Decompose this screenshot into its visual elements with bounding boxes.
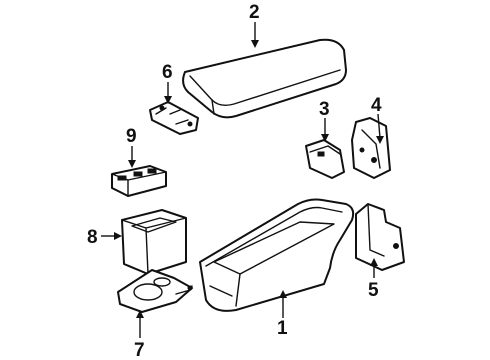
callout-3: 3 <box>319 99 330 120</box>
callout-5: 5 <box>368 280 379 301</box>
callout-2: 2 <box>249 2 260 23</box>
part-1-console-base <box>199 198 355 312</box>
part-3-latch-bracket <box>305 139 345 179</box>
part-4-mounting-bracket <box>351 117 391 179</box>
callout-6: 6 <box>162 62 173 83</box>
callout-9: 9 <box>126 126 137 147</box>
part-6-hinge <box>149 101 199 135</box>
callout-4: 4 <box>371 95 382 116</box>
part-9-insert <box>111 165 167 197</box>
arrow-1 <box>279 290 287 298</box>
arrow-2 <box>251 40 259 48</box>
arrow-8 <box>114 232 122 240</box>
callout-1: 1 <box>277 318 288 339</box>
arrow-5 <box>370 258 378 266</box>
callout-8: 8 <box>87 227 98 248</box>
part-2-armrest-lid <box>182 38 347 119</box>
arrow-3 <box>321 134 329 142</box>
arrow-4 <box>376 136 384 144</box>
part-5-side-bracket <box>355 203 405 271</box>
arrow-7 <box>136 310 144 318</box>
arrow-9 <box>128 160 136 168</box>
part-8-storage-tray <box>121 209 187 275</box>
arrow-6 <box>164 96 172 104</box>
leader-4 <box>377 113 381 139</box>
callout-7: 7 <box>134 340 145 360</box>
part-7-cup-holder <box>117 269 193 313</box>
